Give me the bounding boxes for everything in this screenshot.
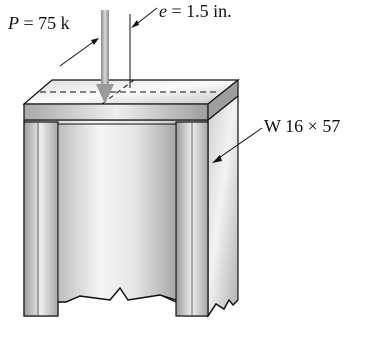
load-arrow-shaft <box>101 10 109 86</box>
eccentricity-equals: = <box>167 1 186 21</box>
break-line-bottom <box>58 286 177 303</box>
load-value: 75 k <box>38 13 70 33</box>
section-leader-arrowhead <box>212 155 222 163</box>
column-right-side-face <box>207 94 239 318</box>
cap-centerline-diagonal <box>101 79 135 105</box>
load-leader <box>59 39 97 67</box>
load-arrow-head <box>96 84 114 104</box>
section-leader <box>215 127 263 161</box>
load-equals: = <box>19 13 38 33</box>
cap-plate-side <box>207 78 239 122</box>
section-label: W 16 × 57 <box>264 116 340 136</box>
load-label: P = 75 k <box>7 13 70 33</box>
column-web-face <box>57 123 177 303</box>
column-left-flange <box>23 121 59 317</box>
load-leader-arrowhead <box>91 38 99 45</box>
eccentricity-label: e = 1.5 in. <box>159 1 232 21</box>
break-line-right <box>207 298 239 317</box>
eccentricity-symbol: e <box>159 1 167 21</box>
cap-plate-front <box>23 103 209 121</box>
eccentricity-value: 1.5 in. <box>186 1 232 21</box>
eccentricity-leader-arrowhead <box>131 20 139 28</box>
load-symbol: P <box>7 13 19 33</box>
